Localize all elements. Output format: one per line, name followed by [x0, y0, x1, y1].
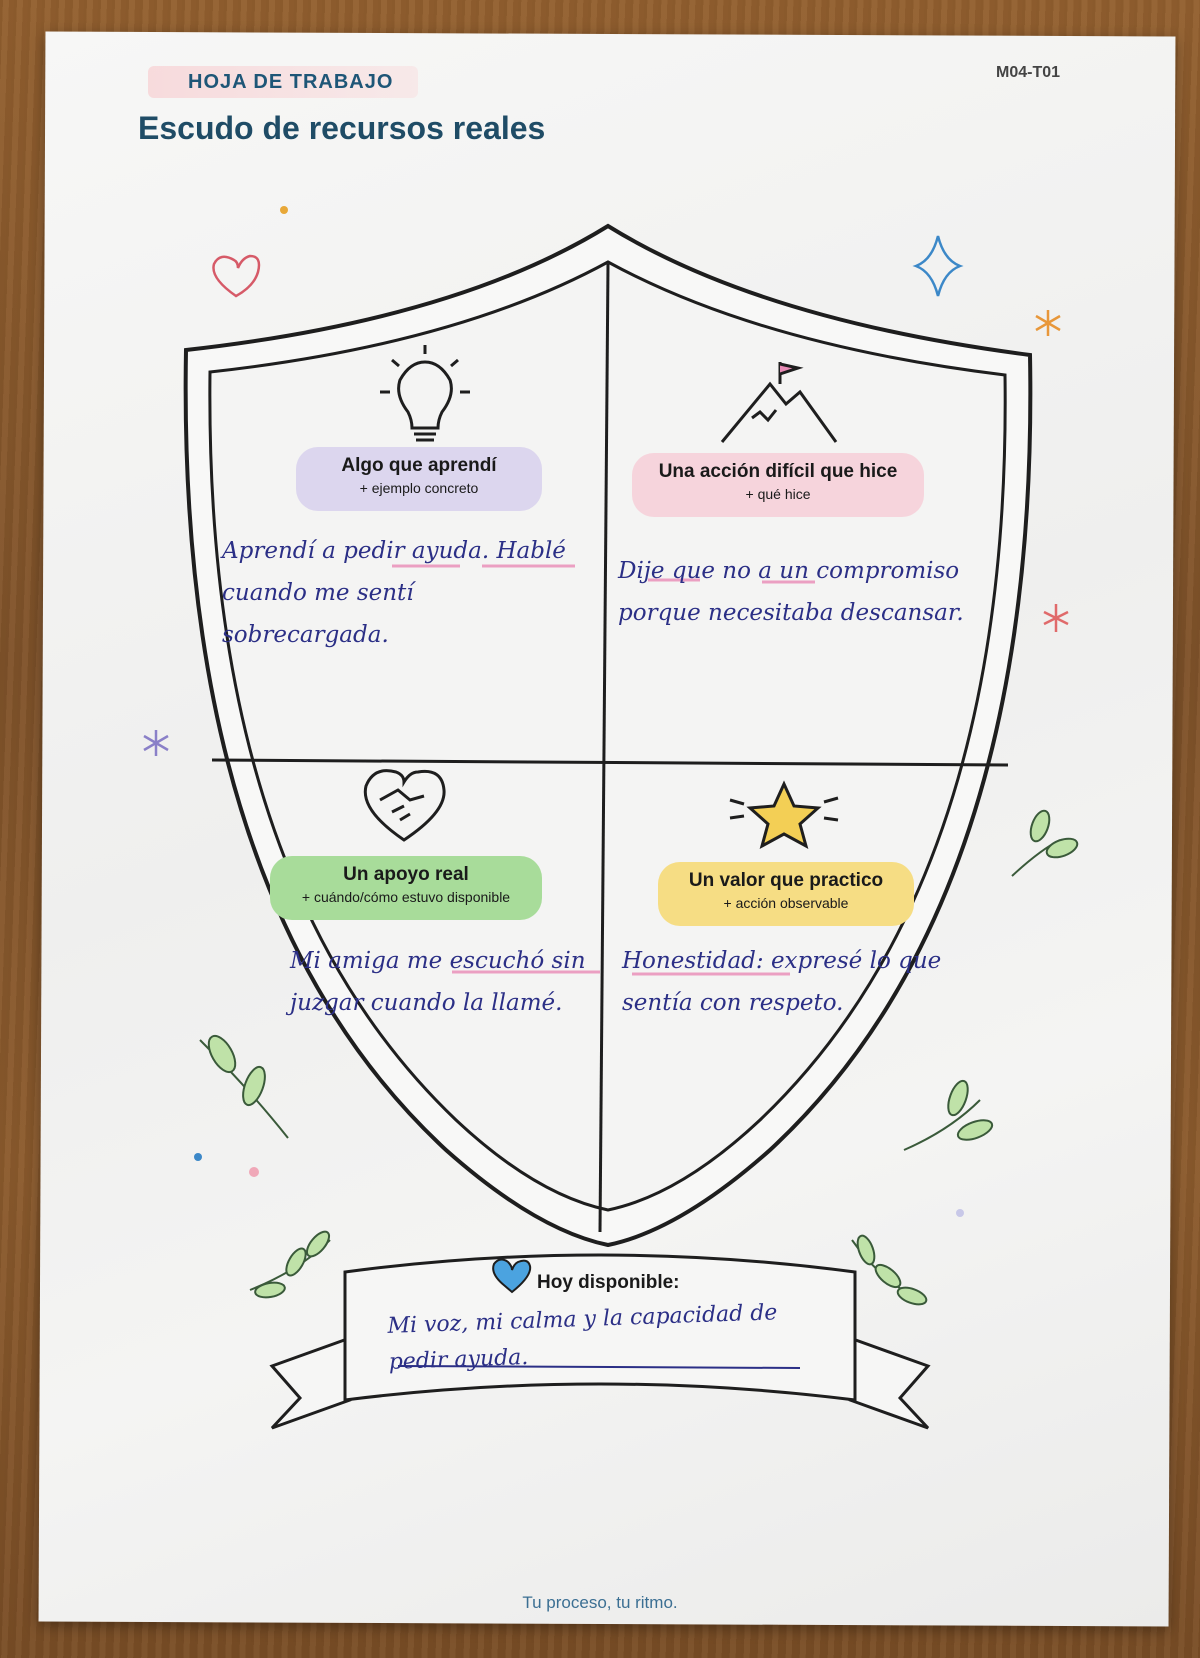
- banner-ribbon: [269, 1253, 931, 1430]
- lightbulb-icon: [380, 345, 470, 442]
- quadrant-4-subtitle: + acción observable: [723, 895, 849, 911]
- footer-text: Tu proceso, tu ritmo.: [522, 1593, 678, 1612]
- worksheet-code: M04-T01: [996, 64, 1061, 81]
- leaf-sprig-icon: [199, 1034, 289, 1139]
- dot-decoration: [249, 1167, 259, 1177]
- banner-label: Hoy disponible:: [537, 1272, 680, 1293]
- leaf-sprig-icon: [903, 1079, 994, 1151]
- shield-horizontal-divider: [211, 758, 1009, 767]
- quadrant-4-title: Un valor que practico: [688, 870, 884, 891]
- dot-decoration: [956, 1209, 964, 1217]
- leaf-sprig-icon: [1011, 809, 1079, 877]
- quadrant-1-title: Algo que aprendí: [341, 455, 497, 476]
- heart-handshake-icon: [363, 769, 446, 842]
- page-title: Escudo de recursos reales: [138, 110, 546, 146]
- asterisk-icon: [1035, 310, 1061, 336]
- quadrant-3-label: Un apoyo real + cuándo/cómo estuvo dispo…: [270, 856, 542, 920]
- worksheet-tag: HOJA DE TRABAJO: [148, 66, 418, 98]
- handwriting-underlines: [392, 564, 815, 976]
- quadrant-4-answer[interactable]: Honestidad: expresé lo que sentía con re…: [622, 948, 942, 1016]
- quadrant-3-title: Un apoyo real: [343, 864, 469, 885]
- leaf-sprig-icon: [249, 1230, 331, 1299]
- asterisk-icon: [1043, 604, 1069, 632]
- sparkle-icon: [912, 235, 964, 297]
- asterisk-icon: [143, 730, 169, 756]
- quadrant-1-label: Algo que aprendí + ejemplo concreto: [296, 447, 542, 511]
- shield-vertical-divider: [598, 263, 610, 1233]
- star-icon: [729, 780, 839, 850]
- quadrant-3-subtitle: + cuándo/cómo estuvo disponible: [301, 889, 511, 905]
- dot-decoration: [194, 1153, 202, 1161]
- dot-decoration: [280, 206, 288, 214]
- quadrant-3-answer[interactable]: Mi amiga me escuchó sin juzgar cuando la…: [290, 948, 586, 1016]
- heart-icon: [492, 1258, 532, 1294]
- quadrant-1-answer[interactable]: Aprendí a pedir ayuda. Hablé cuando me s…: [222, 538, 566, 648]
- quadrant-1-subtitle: + ejemplo concreto: [359, 480, 479, 496]
- quadrant-4-label: Un valor que practico + acción observabl…: [658, 862, 914, 926]
- heart-doodle-icon: [212, 254, 261, 298]
- quadrant-2-subtitle: + qué hice: [745, 486, 811, 502]
- quadrant-2-label: Una acción difícil que hice + qué hice: [632, 453, 924, 517]
- quadrant-2-answer[interactable]: Dije que no a un compromiso porque neces…: [618, 558, 964, 626]
- leaf-sprig-icon: [851, 1234, 928, 1306]
- quadrant-2-title: Una acción difícil que hice: [658, 461, 898, 482]
- mountain-flag-icon: [720, 362, 838, 443]
